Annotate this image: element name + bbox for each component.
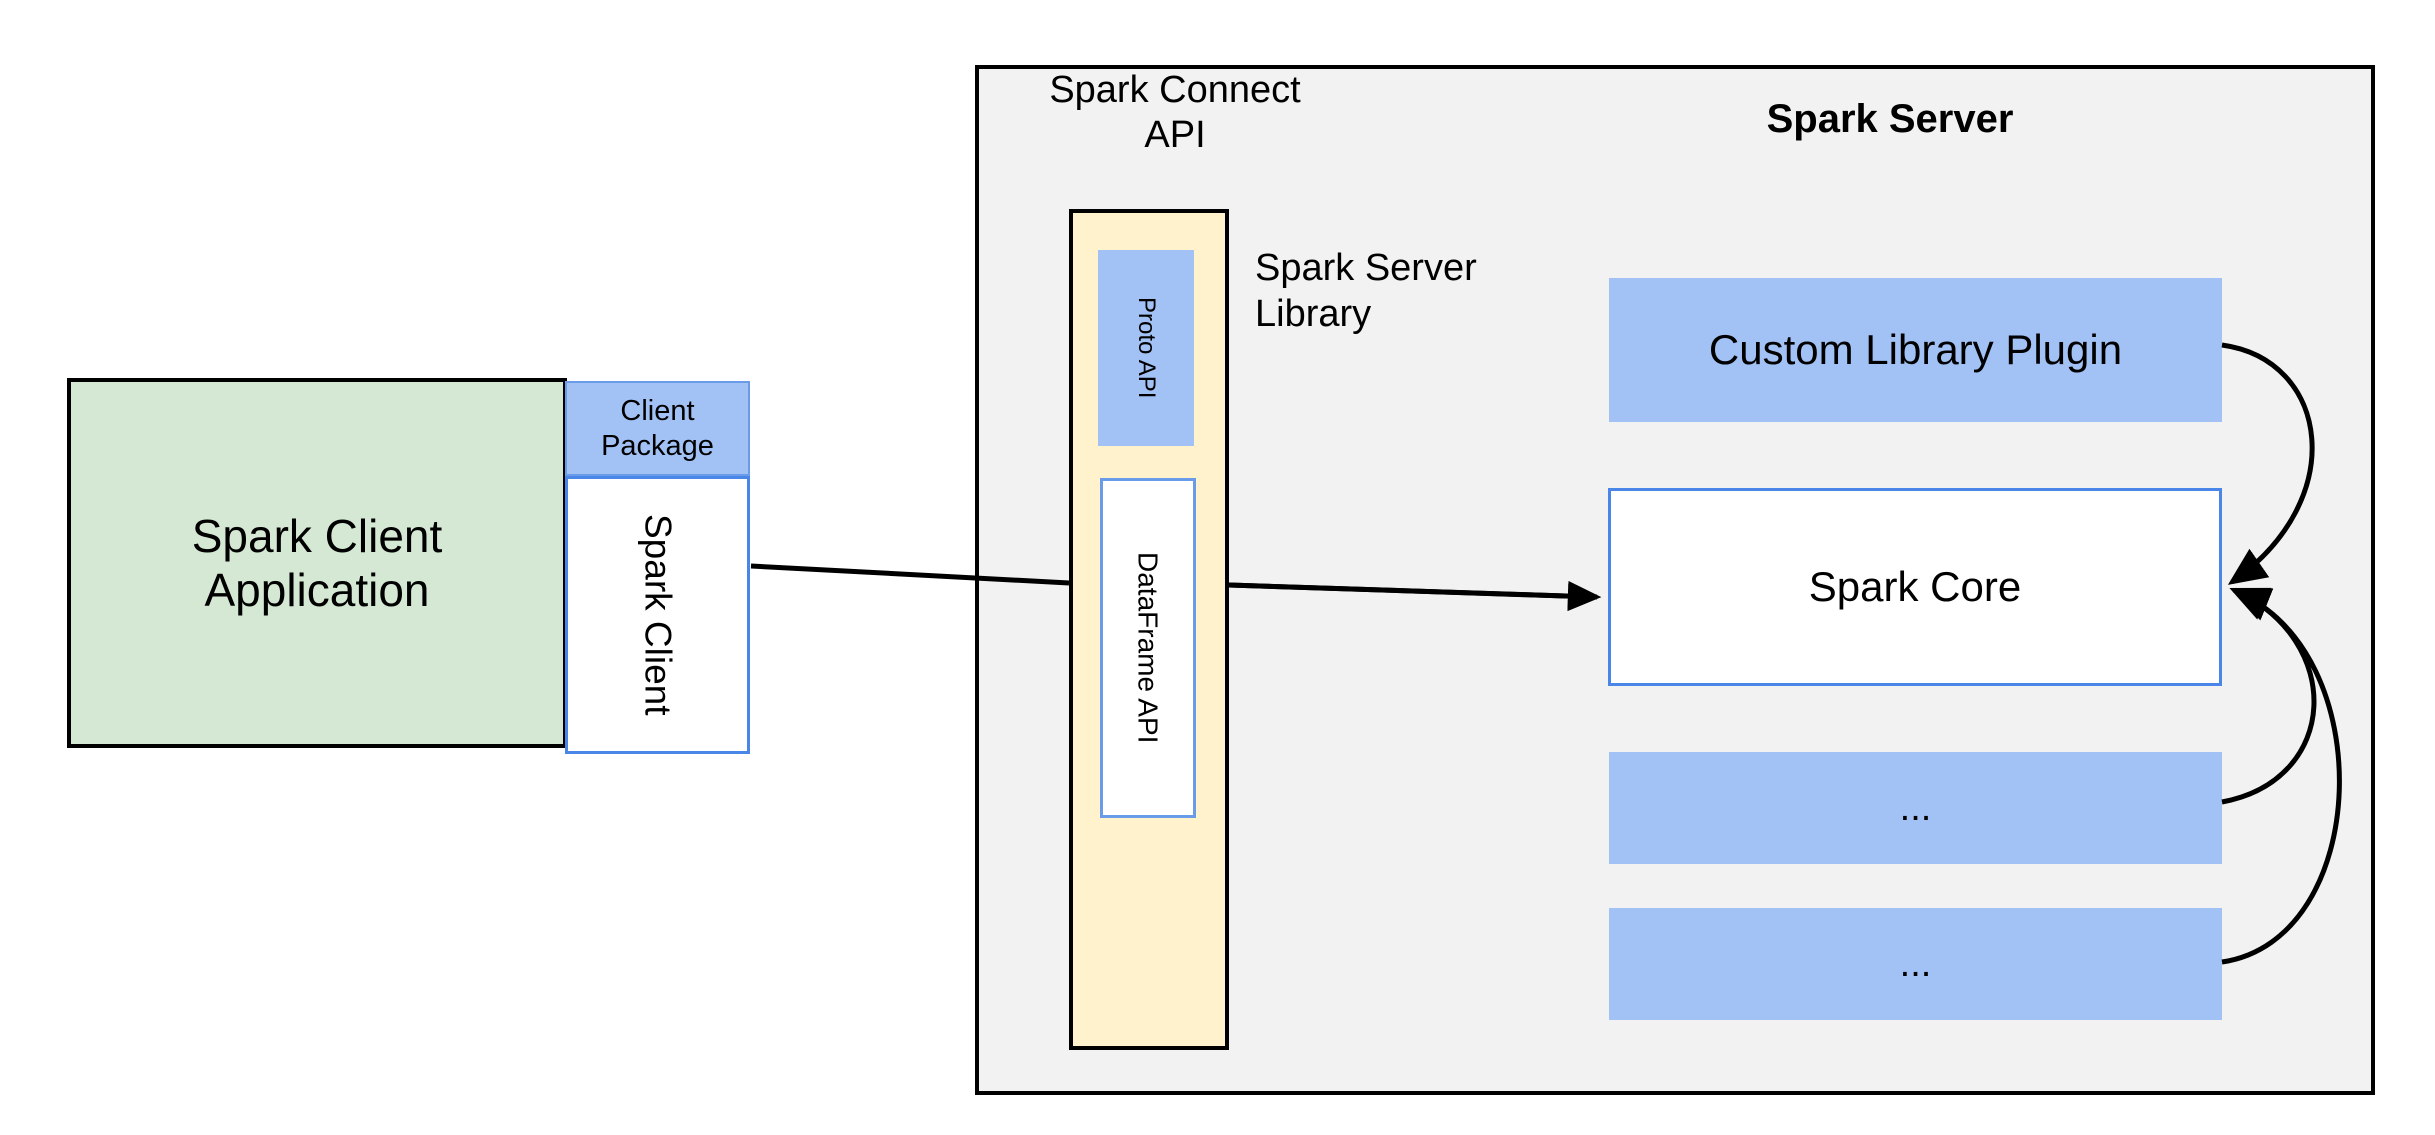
dataframe-api-box[interactable]: DataFrame API xyxy=(1100,478,1196,818)
proto-api-label: Proto API xyxy=(1133,297,1161,399)
spark-client-application-line2: Application xyxy=(204,564,430,616)
spark-server-library-label-line1: Spark Server xyxy=(1255,247,1477,289)
ellipsis-box-2[interactable]: ... xyxy=(1609,908,2222,1020)
spark-server-library-label-line2: Library xyxy=(1255,293,1372,336)
spark-client-label: Spark Client xyxy=(637,514,679,716)
spark-client-application-line1: Spark Client xyxy=(191,509,443,562)
dataframe-api-label: DataFrame API xyxy=(1132,552,1164,744)
spark-connect-api-label: Spark Connect API xyxy=(1010,68,1340,158)
custom-library-plugin-box[interactable]: Custom Library Plugin xyxy=(1609,278,2222,422)
spark-client-application-box[interactable]: Spark Client Application xyxy=(67,378,567,748)
client-package-line2: Package xyxy=(601,429,714,462)
spark-connect-api-label-line2: API xyxy=(1144,113,1206,156)
spark-connect-api-label-line1: Spark Connect xyxy=(1049,69,1301,111)
proto-api-box[interactable]: Proto API xyxy=(1098,250,1194,446)
spark-core-box[interactable]: Spark Core xyxy=(1608,488,2222,686)
spark-server-title: Spark Server xyxy=(1766,97,2014,142)
spark-client-box[interactable]: Spark Client xyxy=(565,476,750,754)
spark-server-library-label: Spark Server Library xyxy=(1255,245,1585,345)
client-package-box[interactable]: Client Package xyxy=(565,381,750,476)
ellipsis-box-1[interactable]: ... xyxy=(1609,752,2222,864)
client-package-line1: Client xyxy=(620,395,695,428)
